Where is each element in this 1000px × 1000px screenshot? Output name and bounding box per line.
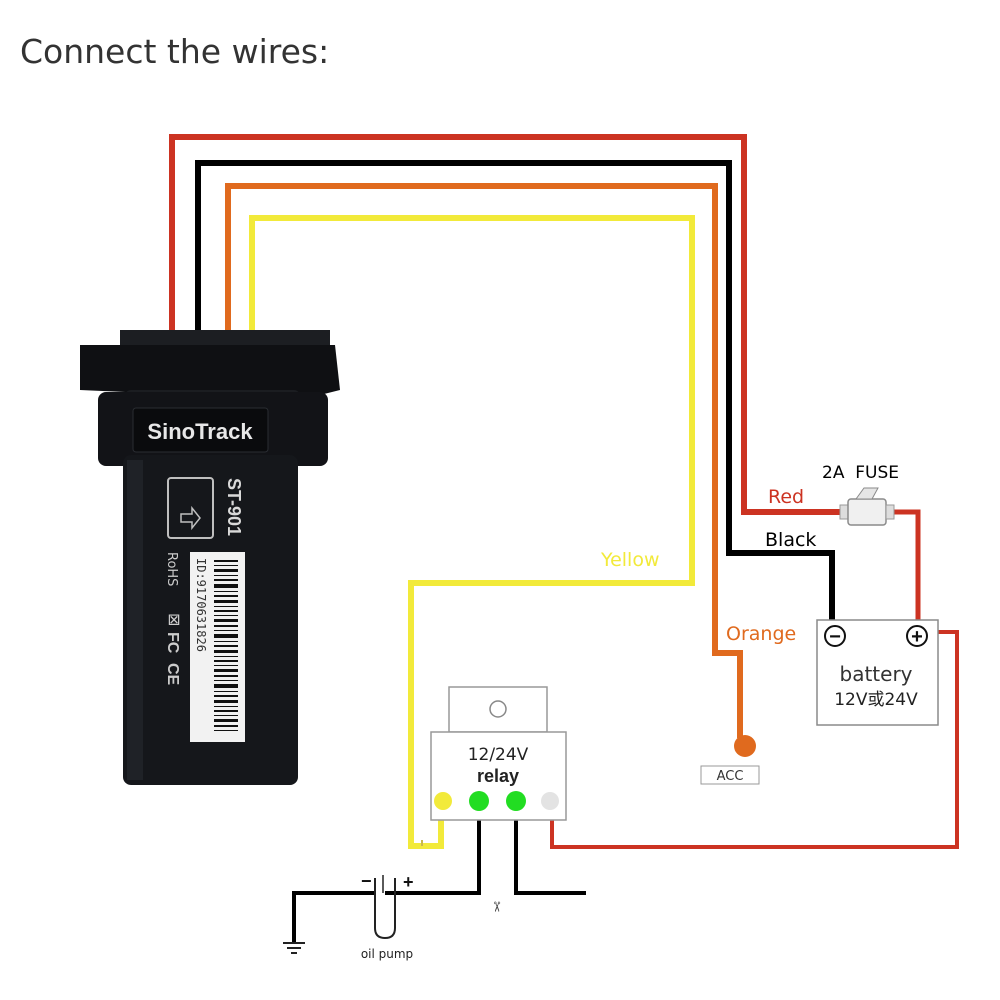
device-model: ST-901 xyxy=(224,478,244,536)
black-wire xyxy=(195,160,835,625)
orange-wire xyxy=(225,183,743,738)
battery-negative-icon xyxy=(824,625,846,647)
oil-pump-wire xyxy=(292,891,375,943)
fuse xyxy=(839,487,895,526)
ground-icon xyxy=(283,942,305,954)
relay-label: relay xyxy=(477,766,519,786)
red-wire-label: Red xyxy=(768,486,804,508)
rohs-mark: RoHS xyxy=(164,552,179,586)
relay-voltage: 12/24V xyxy=(468,745,529,765)
oil-pump: − + oil pump xyxy=(361,871,414,961)
red-wire xyxy=(169,134,845,515)
relay-pin-yellow xyxy=(434,792,452,810)
relay-mount-hole-icon xyxy=(489,700,507,718)
acc-label: ACC xyxy=(717,769,744,784)
scissors-icon: ✂ xyxy=(488,901,504,913)
battery-positive-sign: + xyxy=(911,626,923,648)
black-wire-label: Black xyxy=(765,529,816,551)
relay-to-battery-wire xyxy=(550,630,959,849)
orange-wire-label: Orange xyxy=(726,623,796,645)
acc-box xyxy=(700,765,760,785)
relay-out-wire-1 xyxy=(410,802,481,895)
relay-pin-green-2 xyxy=(506,791,526,811)
weee-icon: ⊠ xyxy=(165,613,184,626)
battery-label: battery xyxy=(840,662,913,686)
relay: 12/24V relay xyxy=(430,686,567,821)
sim-card-icon xyxy=(167,477,214,539)
ce-mark: CE xyxy=(164,663,181,686)
acc-terminal-icon xyxy=(734,735,756,757)
battery: − + battery 12V或24V xyxy=(816,619,939,726)
page-title: Connect the wires: xyxy=(20,32,330,71)
fuse-label: 2A FUSE xyxy=(822,463,899,483)
barcode-icon xyxy=(214,560,238,731)
battery-negative-sign: − xyxy=(829,626,841,648)
relay-pin-grey xyxy=(541,792,559,810)
oil-pump-label: oil pump xyxy=(361,947,413,961)
relay-pin-green-1 xyxy=(469,791,489,811)
device-id: ID:9170631826 xyxy=(194,558,208,652)
yellow-wire-label: Yellow xyxy=(600,549,660,571)
oil-pump-plus: + xyxy=(403,872,414,892)
brand-logo: SinoTrack xyxy=(147,419,253,444)
gps-tracker-device: SinoTrack ST-901 RoHS ⊠ FC CE xyxy=(80,330,340,785)
oil-pump-minus: − xyxy=(361,871,372,891)
battery-voltage: 12V或24V xyxy=(834,690,918,710)
relay-out-wire-2 xyxy=(514,802,586,895)
yellow-wire xyxy=(249,215,695,849)
fcc-mark: FC xyxy=(164,632,181,654)
battery-positive-icon xyxy=(906,625,928,647)
red-wire-fused xyxy=(893,509,921,625)
